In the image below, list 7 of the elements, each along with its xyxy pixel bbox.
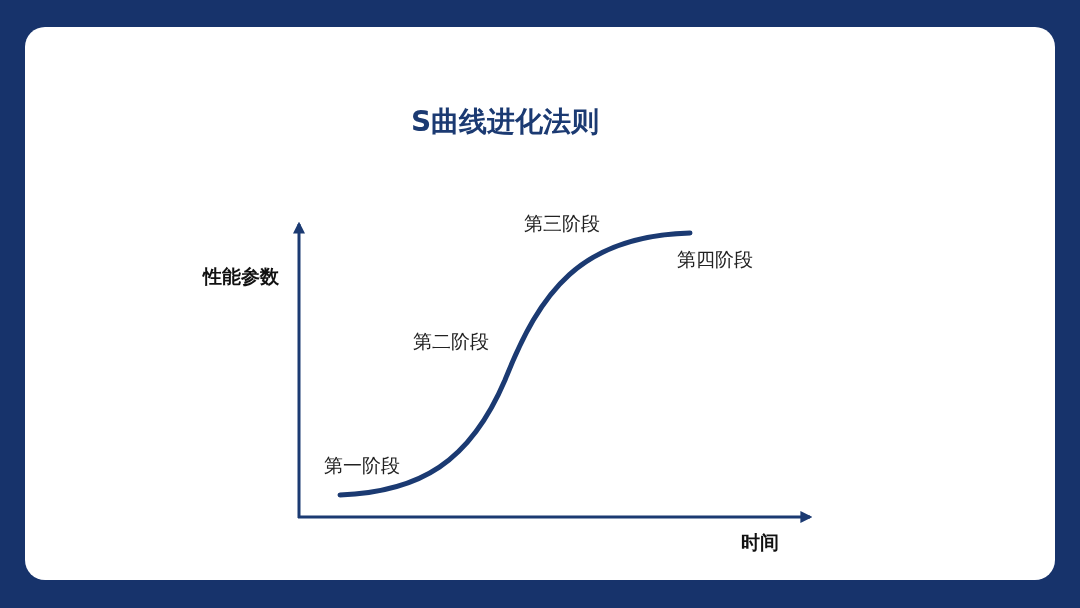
stage-label: 第二阶段 (413, 329, 489, 353)
title: S曲线进化法则 (410, 105, 600, 139)
x-axis-label: 时间 (741, 530, 779, 554)
y-axis-label: 性能参数 (203, 264, 279, 288)
stage-label: 第一阶段 (324, 453, 400, 477)
stage-label: 第四阶段 (677, 247, 753, 271)
stage-label: 第三阶段 (524, 211, 600, 235)
